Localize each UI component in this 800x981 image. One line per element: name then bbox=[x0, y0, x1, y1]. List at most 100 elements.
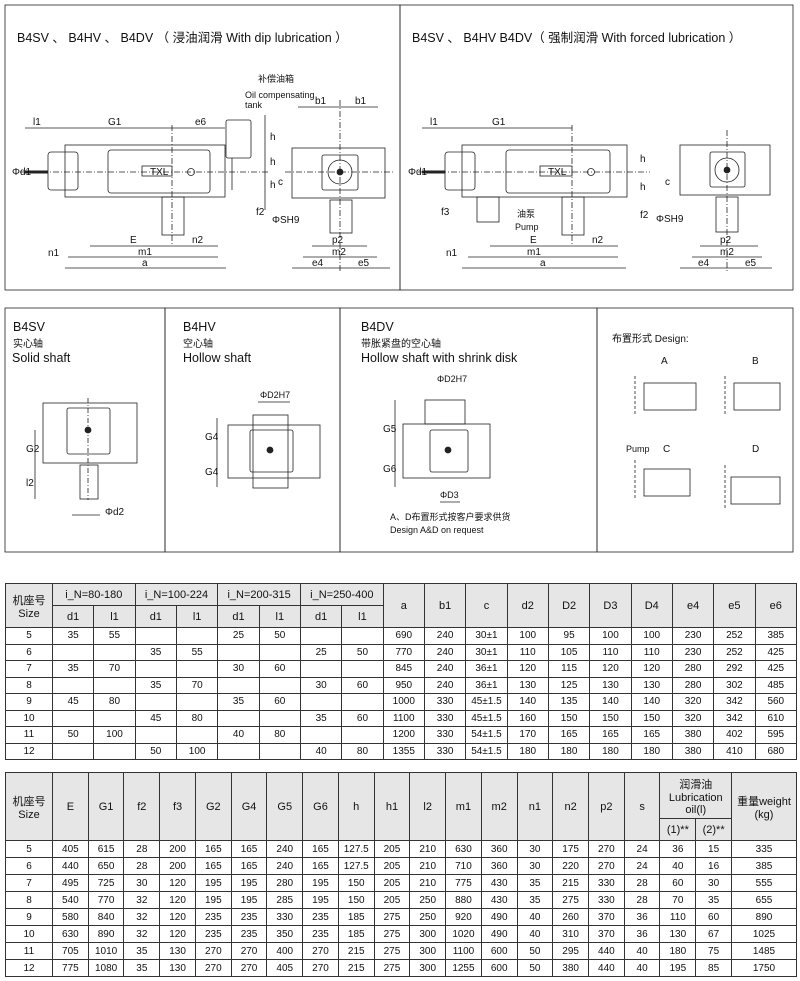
column-header-m1: m1 bbox=[445, 772, 482, 841]
table-cell: 320 bbox=[671, 693, 715, 711]
dim-p2: p2 bbox=[332, 235, 344, 246]
design-pump-label: Pump bbox=[626, 444, 650, 454]
table-cell bbox=[258, 709, 301, 727]
design-note-cn: A、D布置形式按客户要求供货 bbox=[390, 511, 511, 522]
column-header-h: h bbox=[337, 772, 375, 841]
table-cell: 270 bbox=[194, 942, 232, 960]
table-cell bbox=[175, 693, 219, 711]
table-cell: 410 bbox=[713, 742, 756, 760]
b4sv-cn: 实心轴 bbox=[13, 337, 43, 350]
table-cell: 28 bbox=[623, 874, 661, 892]
drawings: B4SV 、 B4HV 、 B4DV （ 浸油润滑 With dip lubri… bbox=[4, 4, 794, 553]
table-cell: 40 bbox=[659, 857, 697, 875]
table-cell: 385 bbox=[731, 857, 797, 875]
dim-d1: Φd1 bbox=[408, 167, 428, 178]
column-header-D3: D3 bbox=[589, 583, 632, 628]
table-cell: 60 bbox=[258, 660, 301, 678]
dim-m1: m1 bbox=[527, 247, 541, 258]
table-cell: 235 bbox=[194, 908, 232, 926]
table-cell: 150 bbox=[589, 709, 632, 727]
table-cell: 490 bbox=[480, 908, 518, 926]
table-cell: 140 bbox=[506, 693, 549, 711]
table-cell: 60 bbox=[659, 874, 697, 892]
table-cell: 95 bbox=[547, 627, 591, 645]
table-cell: 180 bbox=[506, 742, 549, 760]
table-cell: 400 bbox=[266, 942, 304, 960]
table-cell: 185 bbox=[337, 908, 375, 926]
table-cell: 80 bbox=[175, 709, 219, 727]
table-cell: 54±1.5 bbox=[465, 742, 508, 760]
column-header-G2: G2 bbox=[194, 772, 232, 841]
table-cell: 920 bbox=[445, 908, 482, 926]
table-cell: 100 bbox=[93, 726, 136, 744]
table-cell: 35 bbox=[695, 891, 732, 909]
table-cell: 130 bbox=[159, 959, 196, 977]
table-cell bbox=[341, 660, 384, 678]
table-cell: 60 bbox=[341, 709, 384, 727]
design-drawing: 布置形式 Design: A B C D Pump bbox=[612, 332, 781, 508]
dim-h: h bbox=[270, 157, 276, 168]
table-cell: 310 bbox=[552, 925, 590, 943]
table-cell: 35 bbox=[134, 643, 177, 661]
table-cell: 50 bbox=[341, 643, 384, 661]
table-cell: 235 bbox=[230, 925, 268, 943]
table-cell: 195 bbox=[194, 891, 232, 909]
table-cell: 35 bbox=[51, 627, 95, 645]
table-cell: 127.5 bbox=[337, 857, 375, 875]
table-cell: 140 bbox=[630, 693, 673, 711]
dim-e4: e4 bbox=[698, 258, 710, 269]
table-cell: 1010 bbox=[87, 942, 125, 960]
column-header-G5: G5 bbox=[266, 772, 304, 841]
table-cell: 650 bbox=[87, 857, 125, 875]
table-cell: 195 bbox=[659, 959, 697, 977]
table-cell: 45±1.5 bbox=[465, 709, 508, 727]
dim-m2: m2 bbox=[720, 247, 734, 258]
table-cell: 130 bbox=[589, 676, 632, 694]
table-cell: 430 bbox=[480, 891, 518, 909]
table-cell: 205 bbox=[373, 891, 411, 909]
table-cell: 235 bbox=[302, 925, 339, 943]
table-cell: 70 bbox=[659, 891, 697, 909]
table-cell bbox=[134, 627, 177, 645]
table-cell bbox=[217, 676, 260, 694]
table-cell: 165 bbox=[302, 840, 339, 858]
table-cell bbox=[217, 709, 260, 727]
tank-label-en: Oil compensating bbox=[245, 90, 315, 100]
table-cell: 770 bbox=[87, 891, 125, 909]
table-cell: 890 bbox=[87, 925, 125, 943]
table-cell: 300 bbox=[409, 942, 447, 960]
table-cell bbox=[258, 643, 301, 661]
column-header-n1: n1 bbox=[516, 772, 554, 841]
table-cell: 950 bbox=[382, 676, 425, 694]
table-cell: 36 bbox=[659, 840, 697, 858]
table-cell: 55 bbox=[93, 627, 136, 645]
b4dv-en: Hollow shaft with shrink disk bbox=[361, 351, 518, 365]
dip-title: B4SV 、 B4HV 、 B4DV （ 浸油润滑 With dip lubri… bbox=[17, 31, 348, 45]
table-cell: 35 bbox=[516, 891, 554, 909]
dim-e5: e5 bbox=[745, 258, 757, 269]
table-cell: 30 bbox=[217, 660, 260, 678]
table-cell: 180 bbox=[589, 742, 632, 760]
table-cell: 215 bbox=[337, 959, 375, 977]
dim-g6: G6 bbox=[383, 464, 397, 475]
table-cell: 75 bbox=[695, 942, 732, 960]
table-cell: 32 bbox=[123, 925, 161, 943]
table-cell: 60 bbox=[341, 676, 384, 694]
table-cell: 127.5 bbox=[337, 840, 375, 858]
column-header-G4: G4 bbox=[230, 772, 268, 841]
table-cell: 130 bbox=[506, 676, 549, 694]
table-cell: 35 bbox=[299, 709, 343, 727]
table-cell: 165 bbox=[230, 840, 268, 858]
table-cell: 402 bbox=[713, 726, 756, 744]
table-cell: 185 bbox=[337, 925, 375, 943]
table-cell: 45 bbox=[134, 709, 177, 727]
